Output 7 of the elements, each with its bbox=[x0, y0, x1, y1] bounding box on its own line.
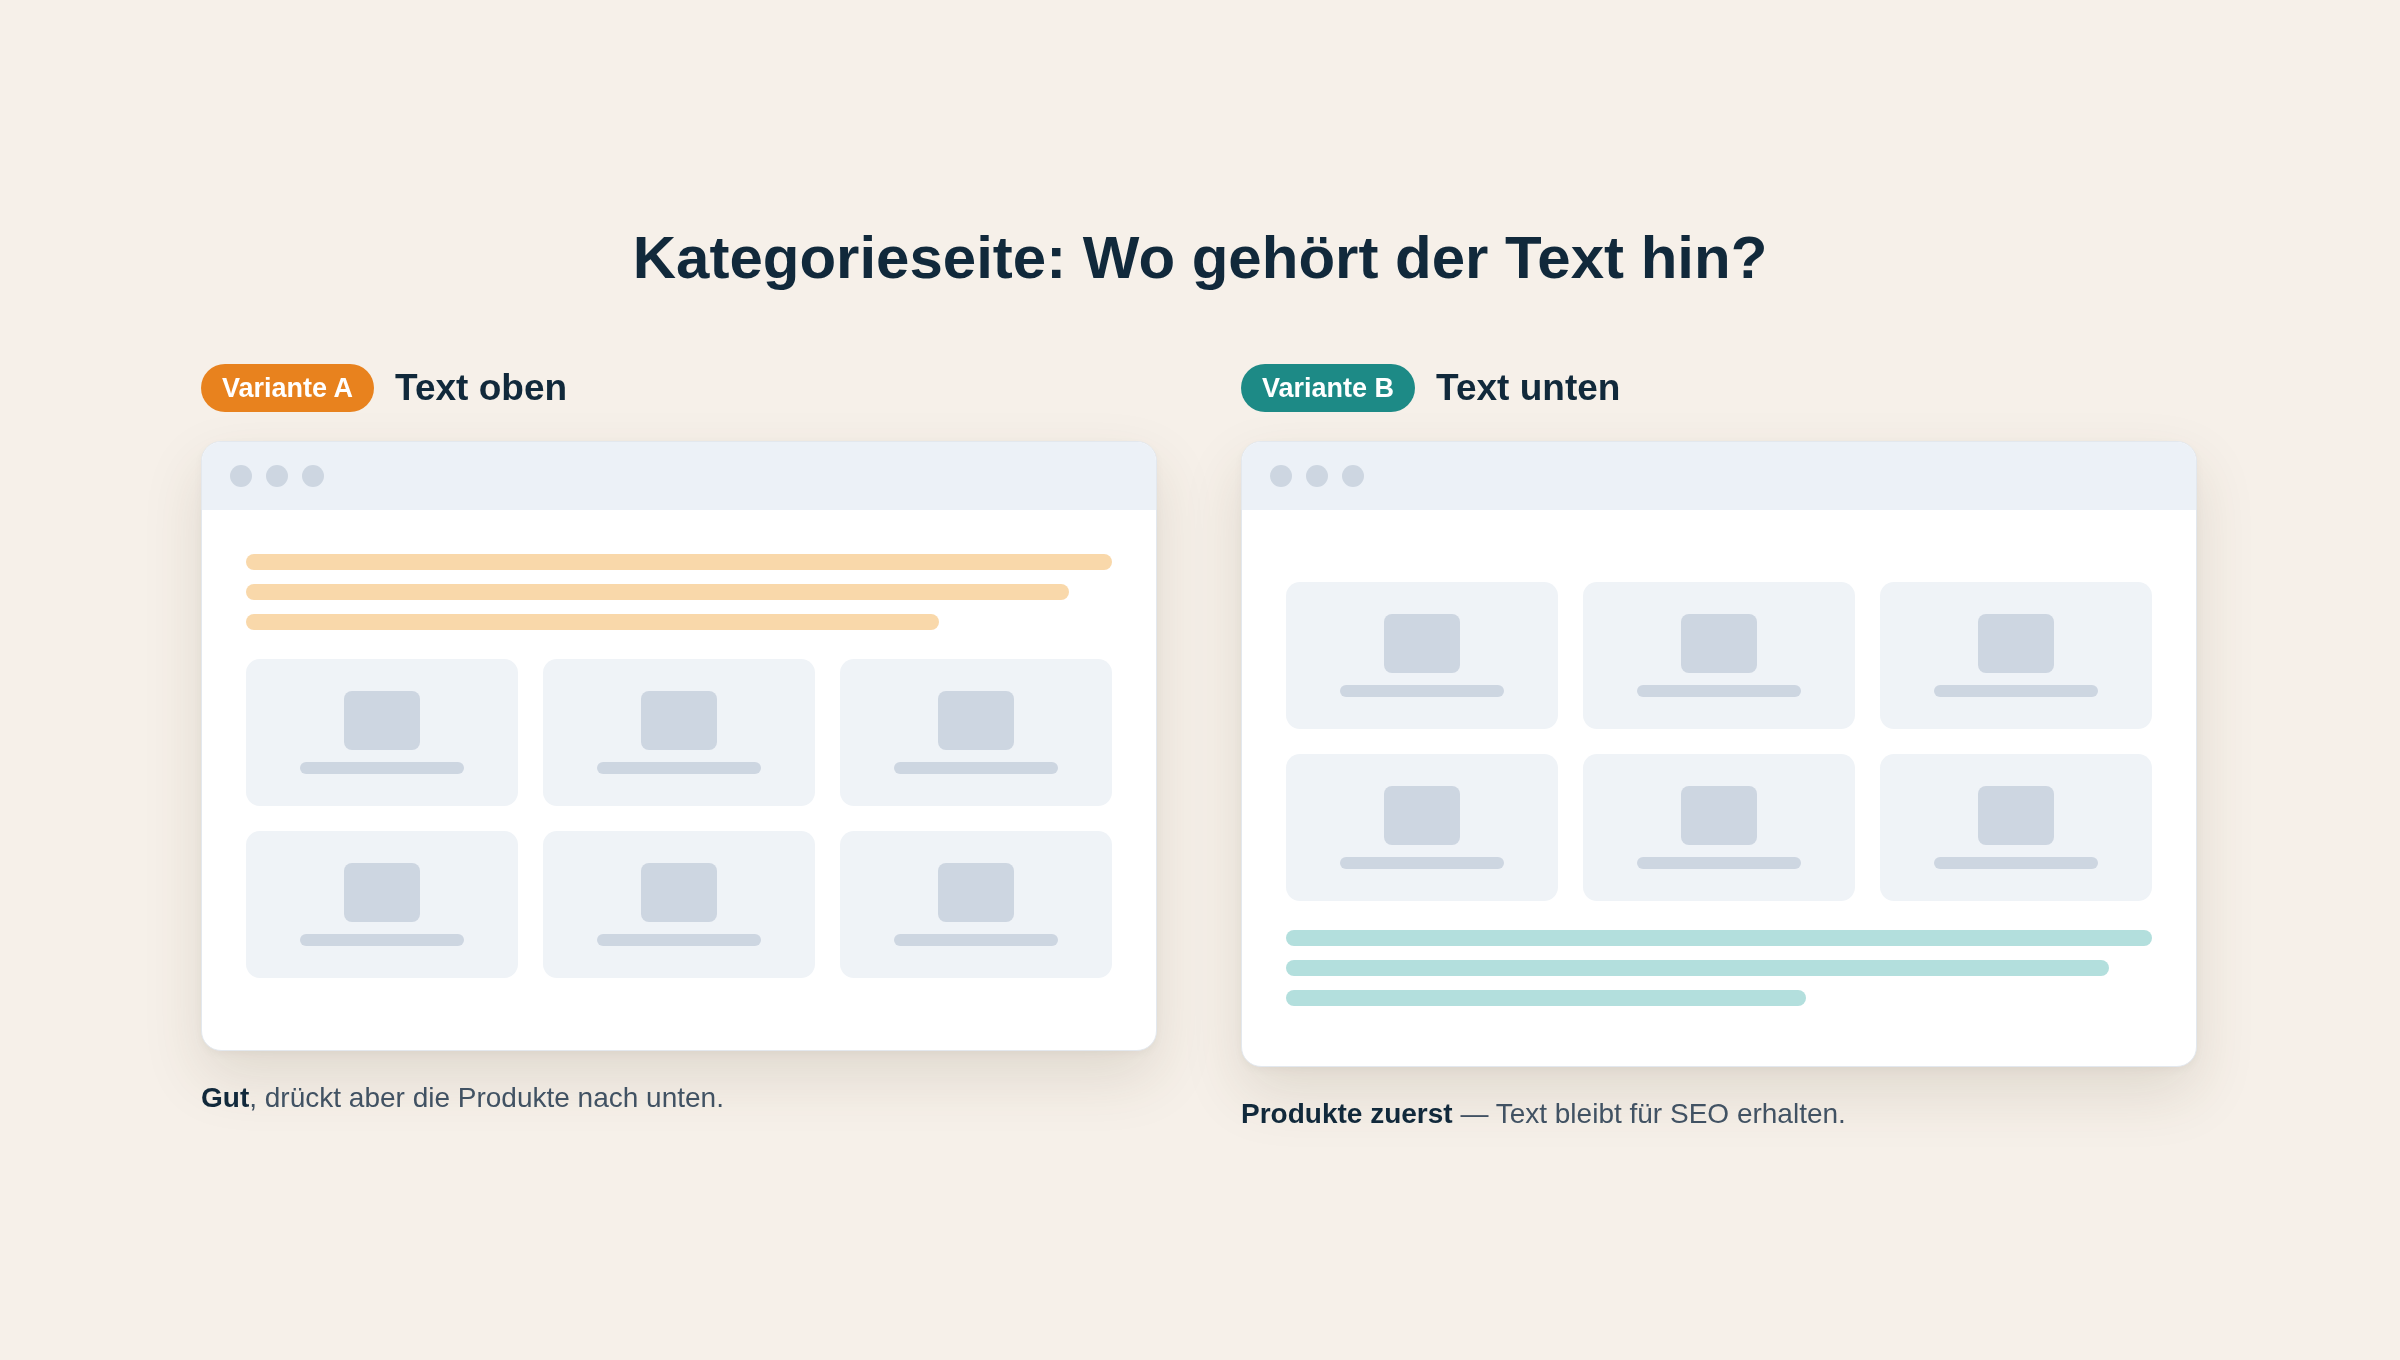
panel-caption: Produkte zuerst — Text bleibt für SEO erhalten. bbox=[1241, 1097, 1846, 1131]
panel-heading: Text unten bbox=[1436, 366, 1621, 410]
variant-badge: Variante B bbox=[1241, 364, 1416, 412]
variant-badge: Variante A bbox=[201, 364, 375, 412]
diagram-title: Kategorieseite: Wo gehört der Text hin? bbox=[632, 223, 1768, 293]
panel-heading: Text oben bbox=[395, 366, 568, 410]
panel-caption: Gut, drückt aber die Produkte nach unten. bbox=[201, 1081, 724, 1115]
